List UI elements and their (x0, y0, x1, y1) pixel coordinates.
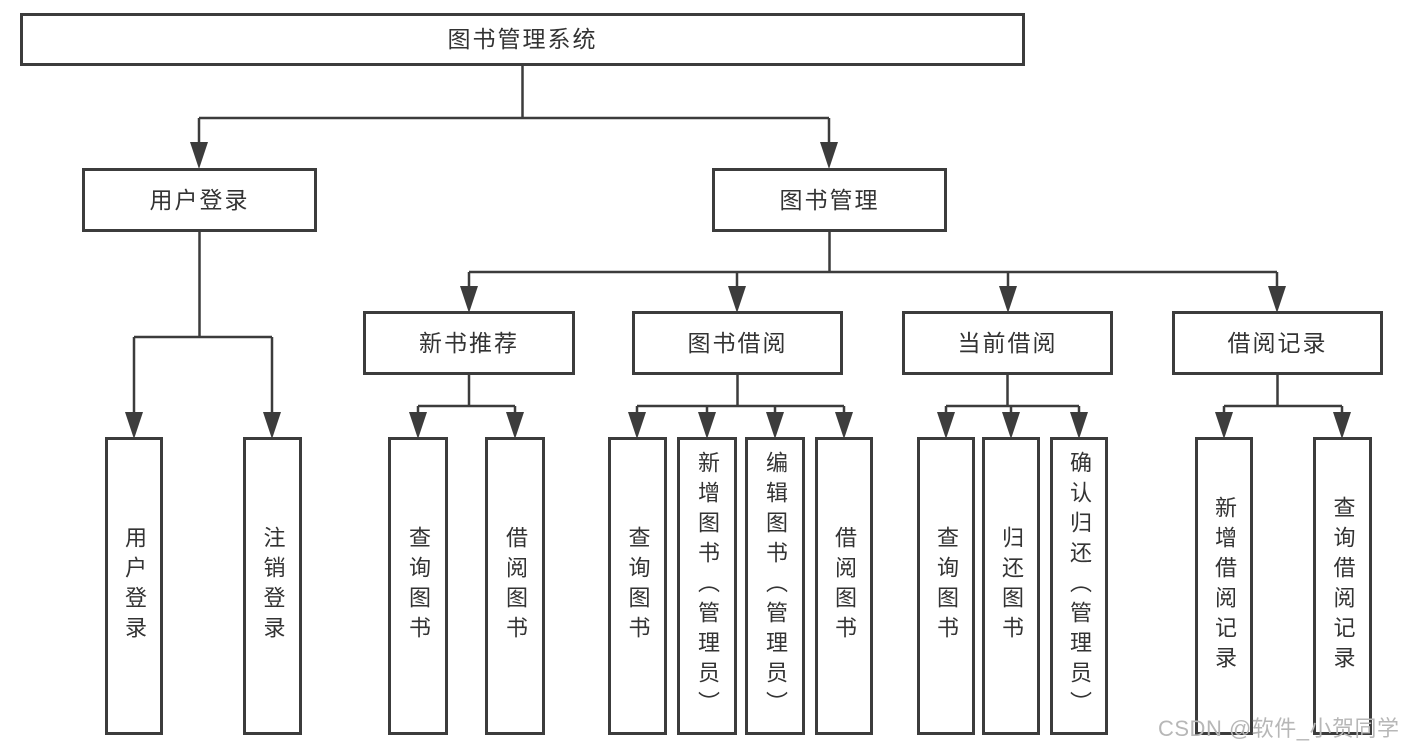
node-leaf-add-book-admin: 新增图书（管理员） (677, 437, 737, 735)
node-leaf-logout: 注销登录 (243, 437, 302, 735)
node-book-management: 图书管理 (712, 168, 947, 232)
node-leaf-confirm-return-admin: 确认归还（管理员） (1050, 437, 1108, 735)
csdn-watermark: CSDN @软件_小贺同学 (1158, 716, 1400, 741)
node-leaf-edit-book-admin: 编辑图书（管理员） (745, 437, 805, 735)
node-leaf-query-book-recommend: 查询图书 (388, 437, 448, 735)
node-leaf-user-login: 用户登录 (105, 437, 163, 735)
node-leaf-borrow-book-recommend: 借阅图书 (485, 437, 545, 735)
node-current-borrow: 当前借阅 (902, 311, 1113, 375)
node-leaf-return-book: 归还图书 (982, 437, 1040, 735)
node-leaf-add-borrow-record: 新增借阅记录 (1195, 437, 1253, 735)
node-leaf-query-book-borrow: 查询图书 (608, 437, 667, 735)
node-new-book-recommend: 新书推荐 (363, 311, 575, 375)
node-root-system: 图书管理系统 (20, 13, 1025, 66)
node-leaf-query-book-current: 查询图书 (917, 437, 975, 735)
node-leaf-query-borrow-record: 查询借阅记录 (1313, 437, 1372, 735)
node-book-borrow: 图书借阅 (632, 311, 843, 375)
node-user-login: 用户登录 (82, 168, 317, 232)
node-borrow-record: 借阅记录 (1172, 311, 1383, 375)
node-leaf-borrow-book: 借阅图书 (815, 437, 873, 735)
